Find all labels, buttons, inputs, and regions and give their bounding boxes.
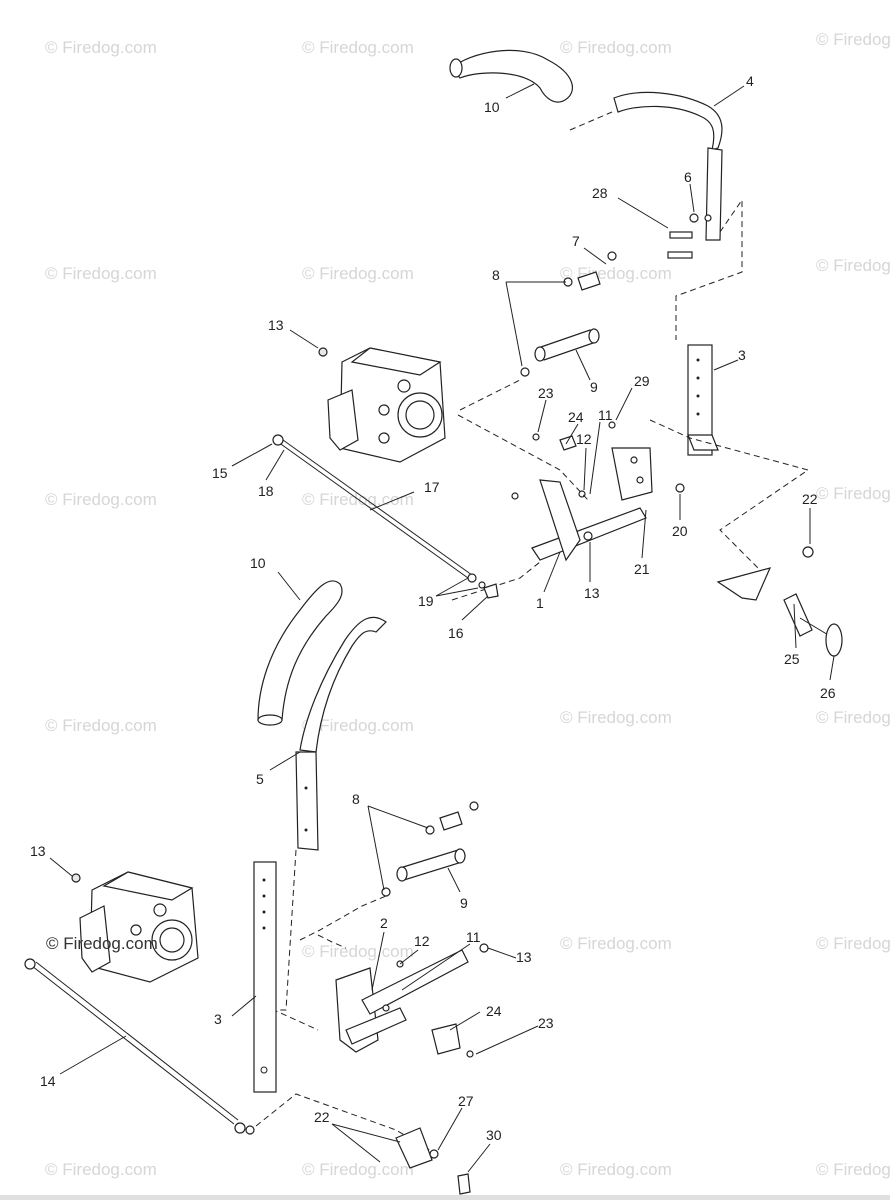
watermark-text: © Firedog.com [816,934,890,953]
callout-9: 9 [460,895,468,911]
callout-13: 13 [268,317,284,333]
callout-12: 12 [414,933,430,949]
callout-13: 13 [30,843,46,859]
callout-1: 1 [536,595,544,611]
watermark-text: © Firedog.com [45,490,157,509]
hydro-pump-upper [318,347,446,463]
callout-7: 7 [572,233,580,249]
watermark-text: © Firedog.com [302,264,414,283]
callout-10: 10 [484,99,500,115]
callout-23: 23 [538,1015,554,1031]
callout-19: 19 [418,593,434,609]
control-bracket-upper [511,421,685,562]
watermark-text: © Firedog.com [302,1160,414,1179]
callout-24: 24 [486,1003,502,1019]
callout-27: 27 [458,1093,474,1109]
callout-13: 13 [516,949,532,965]
watermark-text: © Firedog.com [45,716,157,735]
callout-29: 29 [634,373,650,389]
watermark-text: © Firedog.com [45,264,157,283]
watermark-text: © Firedog.com [816,484,890,503]
linkage-rod-upper [272,434,499,599]
callout-6: 6 [684,169,692,185]
watermark-text: © Firedog.com [45,38,157,57]
watermark-text: © Firedog.com [302,38,414,57]
callout-3: 3 [214,1011,222,1027]
bolt-washer-set [667,213,712,259]
callout-2: 2 [380,915,388,931]
callout-5: 5 [256,771,264,787]
callout-labels: 10 4 6 28 7 8 9 3 13 29 23 24 12 11 15 1… [30,73,836,1143]
watermark-text: © Firedog.com [560,1160,672,1179]
watermark-text: © Firedog.com [560,708,672,727]
adjuster-tube-upper [687,344,719,456]
damper-upper [520,251,617,377]
control-bracket-lower [335,943,489,1058]
callout-24: 24 [568,409,584,425]
callout-11: 11 [466,929,481,945]
hand-grip-upper [449,49,574,103]
pedal-knob-assembly [716,546,843,657]
callout-18: 18 [258,483,274,499]
callout-23: 23 [538,385,554,401]
callout-14: 14 [40,1073,56,1089]
watermark-text: © Firedog.com [45,1160,157,1179]
adjuster-tube-lower [253,861,277,1093]
linkage-rod-lower [24,958,255,1135]
callout-22: 22 [314,1109,330,1125]
watermark-text: © Firedog.com [302,942,414,961]
hydro-pump-lower [71,871,199,983]
callout-21: 21 [634,561,650,577]
callout-9: 9 [590,379,598,395]
bottom-divider [0,1195,890,1200]
watermark-text: © Firedog.com [816,708,890,727]
watermark-text: © Firedog.com [560,934,672,953]
watermark-text: © Firedog.com [816,256,890,275]
callout-30: 30 [486,1127,502,1143]
callout-22: 22 [802,491,818,507]
callout-20: 20 [672,523,688,539]
callout-15: 15 [212,465,228,481]
callout-13: 13 [584,585,600,601]
watermark-text: © Firedog.com [816,30,890,49]
callout-11: 11 [598,407,613,423]
control-handle-lower [295,616,387,851]
callout-3: 3 [738,347,746,363]
hand-grip-lower [257,580,343,726]
callout-8: 8 [352,791,360,807]
callout-26: 26 [820,685,836,701]
callout-4: 4 [746,73,754,89]
watermark-text: © Firedog.com [302,716,414,735]
control-handle-upper [569,91,723,241]
watermark-text: © Firedog.com [816,1160,890,1179]
callout-8: 8 [492,267,500,283]
watermark-text: © Firedog.com [560,38,672,57]
callout-16: 16 [448,625,464,641]
callout-25: 25 [784,651,800,667]
damper-lower [381,801,479,897]
callout-12: 12 [576,431,592,447]
callout-17: 17 [424,479,440,495]
watermark-text: © Firedog.com [46,934,158,953]
callout-10: 10 [250,555,266,571]
callout-28: 28 [592,185,608,201]
foot-bracket-lower [395,1127,471,1195]
leader-lines [49,83,835,1173]
